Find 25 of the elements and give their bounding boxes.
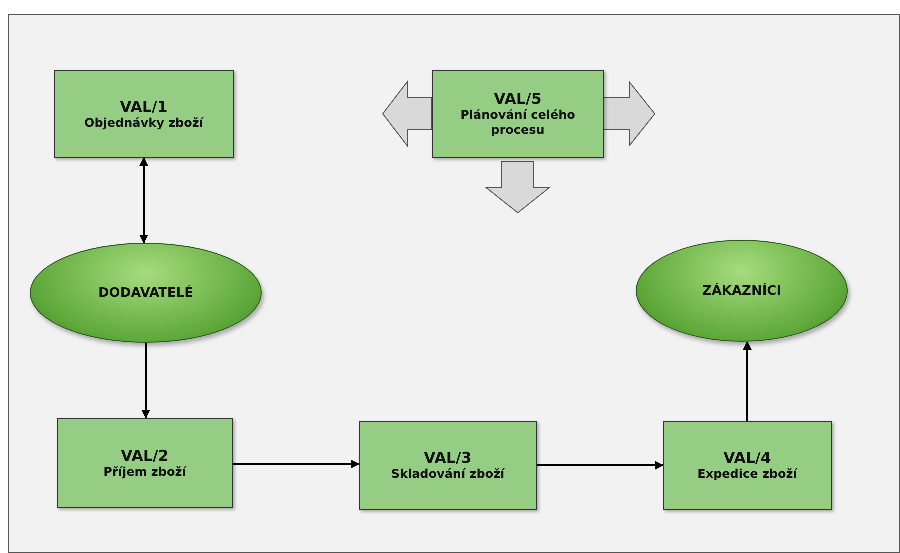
arrow	[233, 460, 360, 469]
arrow	[743, 341, 752, 421]
node-description: Objednávky zboží	[84, 116, 204, 130]
arrow	[140, 157, 148, 244]
node-title: DODAVATELÉ	[98, 286, 194, 300]
node-title: VAL/4	[724, 449, 772, 467]
node-title: VAL/1	[120, 98, 168, 116]
node-title: VAL/5	[494, 90, 542, 108]
node-description: Příjem zboží	[104, 464, 186, 480]
block-arrow	[382, 80, 432, 148]
node-title: VAL/2	[121, 446, 169, 464]
process-box	[57, 418, 233, 508]
arrow	[142, 343, 150, 419]
arrow	[537, 461, 664, 470]
node-title: VAL/3	[424, 449, 472, 467]
process-box	[359, 421, 537, 510]
process-box	[432, 70, 604, 158]
node-description: Skladování zboží	[391, 467, 505, 482]
block-arrow	[484, 162, 552, 214]
node-description: Plánování celého procesu	[460, 108, 576, 138]
node-description: Expedice zboží	[698, 467, 798, 482]
node-title: ZÁKAZNÍCI	[702, 284, 782, 298]
block-arrow	[604, 80, 656, 148]
process-box	[663, 421, 832, 510]
process-box	[54, 70, 234, 158]
